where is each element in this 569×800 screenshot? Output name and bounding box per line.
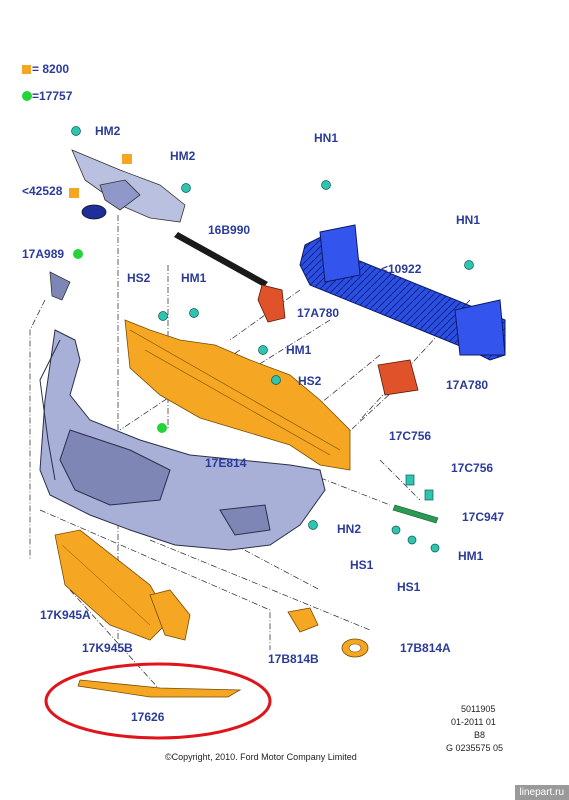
watermark: linepart.ru [514, 785, 569, 800]
callout-17A780-a: 17A780 [297, 306, 340, 320]
marker-dot-2 [157, 423, 167, 433]
callout-17C756-a: 17C756 [389, 429, 432, 443]
callout-hs2-a: HS2 [127, 271, 151, 285]
legend-text-1: = 8200 [32, 62, 70, 76]
marker-dot-1 [73, 249, 83, 259]
bracket-17A989 [49, 271, 71, 301]
callout-hn1-a: HN1 [314, 131, 339, 145]
callout-hs2-b: HS2 [298, 374, 322, 388]
callout-17A989: 17A989 [22, 247, 65, 261]
marker-square-1 [122, 154, 132, 164]
callout-hs1-b: HS1 [397, 580, 421, 594]
callout-17K945A: 17K945A [40, 608, 91, 622]
callout-16B990: 16B990 [208, 223, 251, 237]
callout-10922: <10922 [381, 262, 422, 276]
ford-badge [81, 204, 107, 220]
marker-square-2 [69, 188, 79, 198]
meta-line-2: 01-2011 01 [451, 717, 496, 727]
callout-hs1-a: HS1 [350, 558, 374, 572]
callout-hn1-b: HN1 [456, 213, 481, 227]
bracket-17A780-left [257, 284, 286, 323]
callout-17E814: 17E814 [205, 456, 247, 470]
lower-grille-17K945A [54, 529, 171, 641]
callout-hm1-c: HM1 [458, 549, 484, 563]
bezel-17B814B [287, 607, 319, 633]
copyright: ©Copyright, 2010. Ford Motor Company Lim… [165, 752, 357, 762]
clips [71, 126, 474, 553]
callout-hm2-a: HM2 [95, 124, 121, 138]
callout-17K945B: 17K945B [82, 641, 133, 655]
callout-42528: <42528 [22, 184, 63, 198]
impact-beam [299, 224, 506, 361]
callout-17B814A: 17B814A [400, 641, 451, 655]
callout-hn2: HN2 [337, 522, 362, 536]
legend-text-2: =17757 [32, 89, 73, 103]
meta-line-4: G 0235575 05 [446, 743, 504, 753]
strip-16B990 [174, 232, 268, 287]
bezel-17B814A [341, 638, 369, 658]
meta-line-1: 5011905 [461, 704, 496, 714]
meta-line-3: B8 [474, 730, 486, 740]
grille-17K945B [149, 589, 191, 641]
callout-17626: 17626 [131, 710, 165, 724]
absorber-17E814 [124, 319, 351, 471]
bumper-cover [39, 329, 326, 551]
callout-hm2-b: HM2 [170, 149, 196, 163]
moulding-17626 [77, 679, 242, 698]
callout-17C756-b: 17C756 [451, 461, 494, 475]
upper-grille [71, 149, 186, 223]
legend-square [22, 65, 31, 74]
legend-dot [22, 91, 32, 101]
callout-17C947: 17C947 [462, 510, 505, 524]
callout-17B814B: 17B814B [268, 652, 319, 666]
bar-17C947 [392, 504, 439, 524]
bracket-17A780-right [377, 359, 419, 396]
highlight-ellipse [44, 662, 272, 740]
callout-hm1-a: HM1 [181, 271, 207, 285]
callout-hm1-b: HM1 [286, 343, 312, 357]
callout-17A780-b: 17A780 [446, 378, 489, 392]
